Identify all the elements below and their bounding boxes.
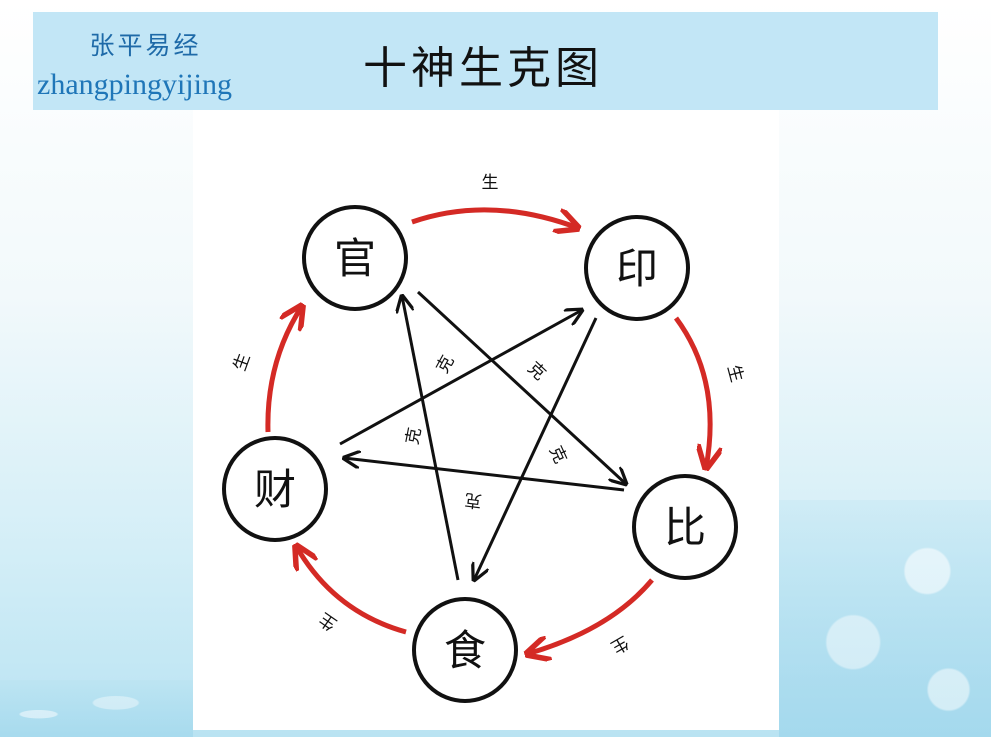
node-guan: 官 <box>302 205 408 311</box>
label-sheng-shi-cai: 生 <box>315 608 340 634</box>
node-bi-label: 比 <box>664 503 706 552</box>
label-sheng-cai-guan: 生 <box>230 351 255 374</box>
label-ke-guan-bi: 克 <box>523 358 549 384</box>
arrow-yin-to-bi <box>673 316 710 468</box>
label-ke-bi-cai: 克 <box>464 489 483 511</box>
header-banner: 张平易经 zhangpingyijing 十神生克图 <box>33 12 938 110</box>
brand-name-chinese: 张平易经 <box>89 31 202 60</box>
node-yin: 印 <box>584 215 690 321</box>
arrow-guan-to-yin <box>411 207 578 228</box>
node-cai-label: 财 <box>254 465 296 514</box>
arrow-cai-to-yin <box>339 310 582 446</box>
label-sheng-yin-bi: 生 <box>723 363 747 385</box>
arrow-guan-to-bi <box>416 290 626 484</box>
label-ke-yin-shi: 克 <box>545 443 570 467</box>
wave-decoration-left <box>0 680 193 737</box>
node-yin-label: 印 <box>616 244 658 293</box>
node-shi: 食 <box>412 597 518 703</box>
label-ke-shi-guan: 克 <box>403 426 426 447</box>
brand-name-pinyin: zhangpingyijing <box>37 68 232 101</box>
page-title: 十神生克图 <box>363 43 603 94</box>
arrow-shi-to-guan <box>402 296 460 581</box>
node-cai: 财 <box>222 436 328 542</box>
node-shi-label: 食 <box>444 626 486 675</box>
label-ke-cai-yin: 克 <box>433 352 459 377</box>
node-bi: 比 <box>632 474 738 580</box>
arrow-yin-to-shi <box>474 317 598 580</box>
arrow-cai-to-guan <box>265 306 302 433</box>
label-sheng-guan-yin: 生 <box>482 173 499 193</box>
node-guan-label: 官 <box>334 234 376 283</box>
wave-decoration-right <box>779 500 991 737</box>
arrow-shi-to-cai <box>296 546 407 635</box>
label-sheng-bi-shi: 生 <box>607 631 632 657</box>
arrow-bi-to-shi <box>527 578 654 654</box>
arrow-bi-to-cai <box>344 458 625 492</box>
